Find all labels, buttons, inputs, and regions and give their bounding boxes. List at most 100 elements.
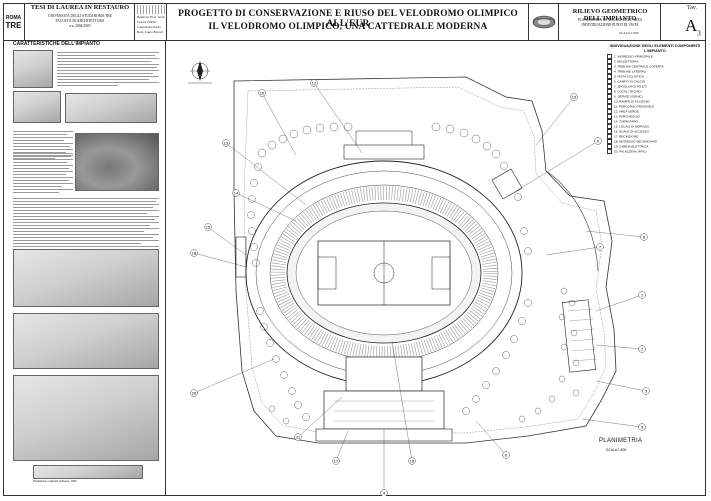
legend-item: 13. PARCHEGGIO — [607, 114, 703, 119]
section-drawing — [33, 465, 143, 479]
callout-marker — [638, 345, 646, 353]
legend-item-label: 9. SERVIZI IGIENICI — [614, 94, 643, 99]
survey-subtitle-line: INDIVIDUAZIONE PUNTI DI VISTA — [581, 23, 639, 27]
callout-label: 15 — [206, 225, 211, 230]
people-lines: Relatore: Prof. Arch. Cesare Feiffer Lau… — [137, 15, 166, 35]
sheet-number-box: Tav. A3 — [661, 3, 706, 41]
intro-text-block — [57, 50, 159, 86]
plan-scale: SCALA 1:500 — [606, 448, 627, 452]
legend-item-label: 7. SPOGLIATOI ATLETI — [614, 84, 647, 89]
field-center-circle — [373, 262, 395, 284]
legend-item-label: 10. RAMPE DI ACCESSO — [614, 99, 650, 104]
left-info-panel: CARATTERISTICHE DELL'IMPIANTO — [3, 41, 166, 496]
survey-info: RILIEVO GEOMETRICO DELL'IMPIANTO PLANIME… — [559, 3, 661, 41]
legend-item-label: 17. RECINZIONE — [614, 134, 639, 139]
callout-label: 1 — [641, 293, 644, 298]
stadium-axonometry — [13, 313, 159, 369]
legend-item-label: 8. LOCALI TECNICI — [614, 89, 642, 94]
callout-label: 17 — [334, 459, 339, 464]
caption-text-block — [13, 129, 73, 159]
seating-rows — [271, 186, 497, 360]
university-line: FACOLTÀ DI ARCHITETTURA — [55, 19, 105, 23]
plaza-paving — [334, 400, 434, 422]
legend-item: 11. PERCORSO PEDONALE — [607, 104, 703, 109]
elevation-drawing — [65, 93, 157, 123]
callout-label: 4 — [383, 491, 386, 496]
history-text-block — [13, 151, 73, 193]
callout-marker — [638, 423, 646, 431]
legend-item: 1. INGRESSO PRINCIPALE — [607, 54, 703, 59]
callout-marker — [258, 89, 266, 97]
legend-item: 19. CABINA ELETTRICA — [607, 144, 703, 149]
stadium-thumbnail-image — [532, 15, 556, 29]
legend-item: 7. SPOGLIATOI ATLETI — [607, 84, 703, 89]
laureando-text: Laureando: Paolo Rosi, Laura Ferrari — [137, 25, 163, 34]
parking-block — [562, 299, 596, 373]
callout-label: 3 — [645, 389, 648, 394]
callout-label: 10 — [260, 91, 265, 96]
callout-label: 14 — [234, 191, 239, 196]
legend-item: 2. BIGLIETTERIA — [607, 59, 703, 64]
legend-title: INDIVIDUAZIONE DEGLI ELEMENTI COMPONENTI… — [609, 44, 701, 53]
legend-item: 20. PALAZZINA UFFICI — [607, 149, 703, 154]
main-title: PROGETTO DI CONSERVAZIONE E RIUSO DEL VE… — [178, 9, 518, 29]
ornament-band — [137, 5, 165, 14]
site-boundary — [233, 76, 617, 444]
legend-item-label: 12. AREA VERDE — [614, 109, 639, 114]
legend-item-label: 16. SCALE DI ACCESSO — [614, 129, 650, 134]
callout-marker — [408, 457, 416, 465]
legend-item: 9. SERVIZI IGIENICI — [607, 94, 703, 99]
main-grandstand — [345, 356, 423, 392]
legend-item-label: 15. LOCALI DI SERVIZIO — [614, 124, 650, 129]
legend-item-label: 4. TRIBUNE LATERALI — [614, 69, 647, 74]
survey-scale: SCALA 1:500 — [619, 31, 639, 35]
aerial-photo — [13, 50, 53, 88]
plan-caption: PLANIMETRIA — [599, 438, 643, 444]
callout-label: 18 — [410, 459, 415, 464]
north-arrow-icon — [188, 61, 212, 84]
legend-item-label: 19. CABINA ELETTRICA — [614, 144, 649, 149]
university-lines: UNIVERSITÀ DEGLI STUDI ROMA TRE FACOLTÀ … — [29, 14, 131, 29]
legend-item-label: 20. PALAZZINA UFFICI — [614, 149, 647, 154]
university-info: TESI DI LAUREA IN RESTAURO UNIVERSITÀ DE… — [25, 3, 135, 41]
sheet-digit: 3 — [697, 29, 701, 38]
callout-marker — [640, 233, 648, 241]
sheet-letter: A — [685, 16, 698, 35]
callout-label: 19 — [572, 95, 577, 100]
legend-item: 6. CAMPO DI CALCIO — [607, 79, 703, 84]
callout-marker — [222, 139, 230, 147]
legend-item-label: 3. TRIBUNA CENTRALE COPERTA — [614, 64, 664, 69]
callout-marker — [502, 451, 510, 459]
site-plan-drawing — [13, 249, 159, 307]
legend-item-label: 14. TORRI FARO — [614, 119, 638, 124]
drawing-sheet-border — [3, 3, 706, 496]
callout-marker — [570, 93, 578, 101]
legend-item-label: 13. PARCHEGGIO — [614, 114, 640, 119]
callout-marker — [190, 389, 198, 397]
people-info: Relatore: Prof. Arch. Cesare Feiffer Lau… — [135, 3, 167, 41]
legend-item: 16. SCALE DI ACCESSO — [607, 129, 703, 134]
callout-label: 12 — [312, 81, 317, 86]
logo-text-top: ROMA — [5, 14, 22, 21]
callout-marker — [190, 249, 198, 257]
university-line: UNIVERSITÀ DEGLI STUDI ROMA TRE — [48, 14, 112, 18]
field-penalty-area-right — [431, 256, 451, 290]
survey-title: RILIEVO GEOMETRICO DELL'IMPIANTO — [572, 8, 648, 22]
legend-item: 8. LOCALI TECNICI — [607, 89, 703, 94]
callout-marker — [232, 189, 240, 197]
title-block: ROMA TRE TESI DI LAUREA IN RESTAURO UNIV… — [3, 3, 706, 41]
section-title: CARATTERISTICHE DELL'IMPIANTO — [13, 41, 100, 47]
legend-item-label: 18. INGRESSO SECONDARIO — [614, 139, 658, 144]
callout-marker — [204, 223, 212, 231]
relatore-text: Relatore: Prof. Arch. Cesare Feiffer — [137, 15, 166, 24]
stadium-thumbnail — [529, 3, 559, 41]
legend-item-label: 6. CAMPO DI CALCIO — [614, 79, 646, 84]
cyclists-photo — [75, 133, 159, 191]
footnote: Planimetria originale dell'area, 1960 — [33, 479, 77, 483]
logo-text-mid: TRE — [5, 20, 22, 30]
service-building — [491, 168, 523, 200]
university-logo: ROMA TRE — [3, 3, 25, 41]
parking-stalls — [567, 308, 598, 362]
main-subtitle: IL VELODROMO OLIMPICO, UNA CATTEDRALE MO… — [208, 22, 488, 32]
legend: INDIVIDUAZIONE DEGLI ELEMENTI COMPONENTI… — [607, 44, 703, 154]
